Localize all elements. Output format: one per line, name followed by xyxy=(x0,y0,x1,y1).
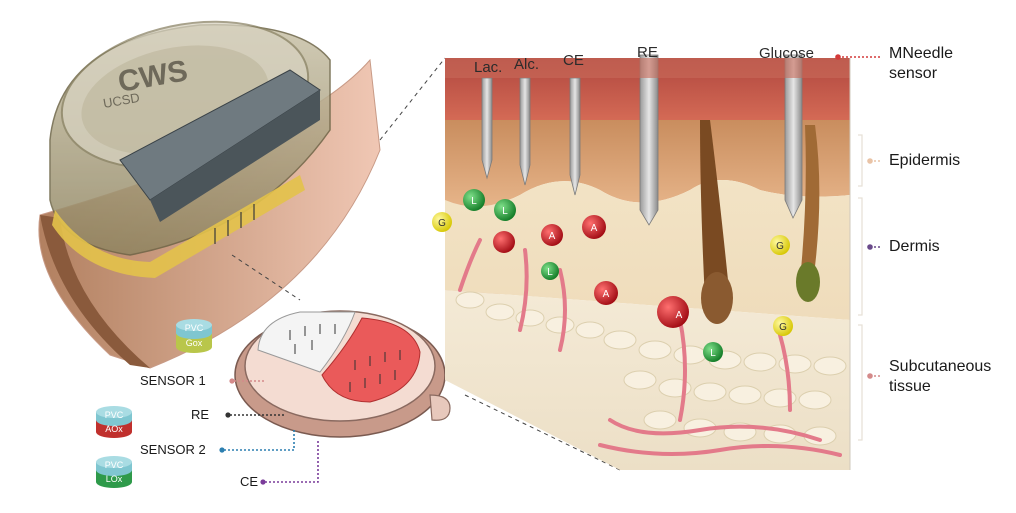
device-sub: UCSD xyxy=(102,90,141,111)
svg-text:A: A xyxy=(603,289,610,300)
sensor2-leader xyxy=(224,430,295,451)
blood-vessels xyxy=(458,238,842,457)
hair-bulb-2 xyxy=(796,262,820,302)
electrode-dots xyxy=(219,378,266,485)
needle-label-lac: Lac. xyxy=(474,59,503,76)
alcohol-molecule: A xyxy=(582,215,606,239)
mneedle-sensor-label: MNeedle sensor xyxy=(889,44,953,84)
lactate-molecule: L xyxy=(703,342,723,362)
needle-label-alc: Alc. xyxy=(514,56,540,73)
svg-text:G: G xyxy=(438,218,446,229)
svg-text:PVC: PVC xyxy=(185,323,204,333)
mneedle-label-line1: MNeedle xyxy=(889,45,954,62)
ce-label: CE xyxy=(240,474,259,489)
svg-text:L: L xyxy=(547,267,553,278)
mneedle-label-line2: sensor xyxy=(889,65,938,82)
svg-text:G: G xyxy=(776,241,784,252)
lactate-molecule: L xyxy=(463,189,485,211)
subcutaneous-label-line1: Subcutaneous xyxy=(889,358,992,375)
molecules: G G G L L L L A A A A xyxy=(432,189,793,362)
enzyme-chip-gox: PVC Gox xyxy=(176,319,212,353)
svg-text:LOx: LOx xyxy=(106,474,123,484)
svg-text:L: L xyxy=(471,196,477,207)
ce-leader xyxy=(265,440,319,483)
zoom-lines xyxy=(231,57,621,471)
subcutaneous-label-line2: tissue xyxy=(889,378,931,395)
needle-label-ce: CE xyxy=(563,52,584,69)
hair-follicle-2 xyxy=(800,125,820,294)
needle-ce xyxy=(569,77,581,196)
fat-cells xyxy=(455,291,847,446)
needle-alc xyxy=(519,77,531,186)
needle-label-glucose: Glucose xyxy=(759,45,815,62)
enzyme-chip-lox: PVC LOx xyxy=(96,456,132,488)
sensor1-label: SENSOR 1 xyxy=(140,373,206,388)
dermis-layer xyxy=(445,180,850,320)
sensor1-area xyxy=(257,311,356,373)
enzyme-chip-aox: PVC AOx xyxy=(96,406,132,438)
svg-text:A: A xyxy=(676,310,683,321)
epidermis-label: Epidermis xyxy=(889,152,961,169)
svg-text:AOx: AOx xyxy=(105,424,123,434)
skin-slab-edge xyxy=(40,215,150,368)
battery-face xyxy=(150,90,320,222)
wearable-device-group: CWS UCSD xyxy=(38,20,381,369)
glucose-molecule: G xyxy=(773,316,793,336)
sensor2-area xyxy=(321,317,421,403)
lactate-molecule: L xyxy=(494,199,516,221)
svg-text:G: G xyxy=(779,322,787,333)
alcohol-molecule xyxy=(493,231,515,253)
re-label: RE xyxy=(191,407,210,422)
needle-re xyxy=(639,54,659,226)
hair-follicle-1 xyxy=(700,120,730,313)
dermis-label: Dermis xyxy=(889,238,940,255)
svg-text:PVC: PVC xyxy=(105,410,124,420)
patch-tab xyxy=(429,394,451,421)
svg-text:A: A xyxy=(591,223,598,234)
svg-text:L: L xyxy=(710,348,716,359)
svg-text:Gox: Gox xyxy=(186,338,203,348)
svg-text:L: L xyxy=(502,206,508,217)
subcutaneous-label: Subcutaneous tissue xyxy=(889,357,991,397)
block-top-cap xyxy=(445,58,850,78)
svg-text:PVC: PVC xyxy=(105,460,124,470)
sensor2-label: SENSOR 2 xyxy=(140,442,206,457)
layer-dots xyxy=(835,54,873,379)
glucose-molecule: G xyxy=(770,235,790,255)
glucose-molecule: G xyxy=(432,212,452,232)
skin-cross-section xyxy=(445,54,851,470)
microneedle-array xyxy=(481,54,803,226)
lactate-molecule: L xyxy=(541,262,559,280)
needle-lac xyxy=(481,77,493,180)
device-band xyxy=(52,175,305,278)
alcohol-molecule: A xyxy=(657,296,689,328)
svg-text:A: A xyxy=(549,231,556,242)
device-needles xyxy=(214,204,255,244)
layer-brackets xyxy=(858,134,863,441)
hair-bulb-1 xyxy=(701,272,733,324)
alcohol-molecule: A xyxy=(594,281,618,305)
electrode-patch xyxy=(234,310,451,438)
needle-glucose xyxy=(784,54,803,219)
alcohol-molecule: A xyxy=(541,224,563,246)
patch-needles xyxy=(289,324,401,392)
needle-label-re: RE xyxy=(637,44,658,61)
electrode-leaders xyxy=(224,380,319,483)
